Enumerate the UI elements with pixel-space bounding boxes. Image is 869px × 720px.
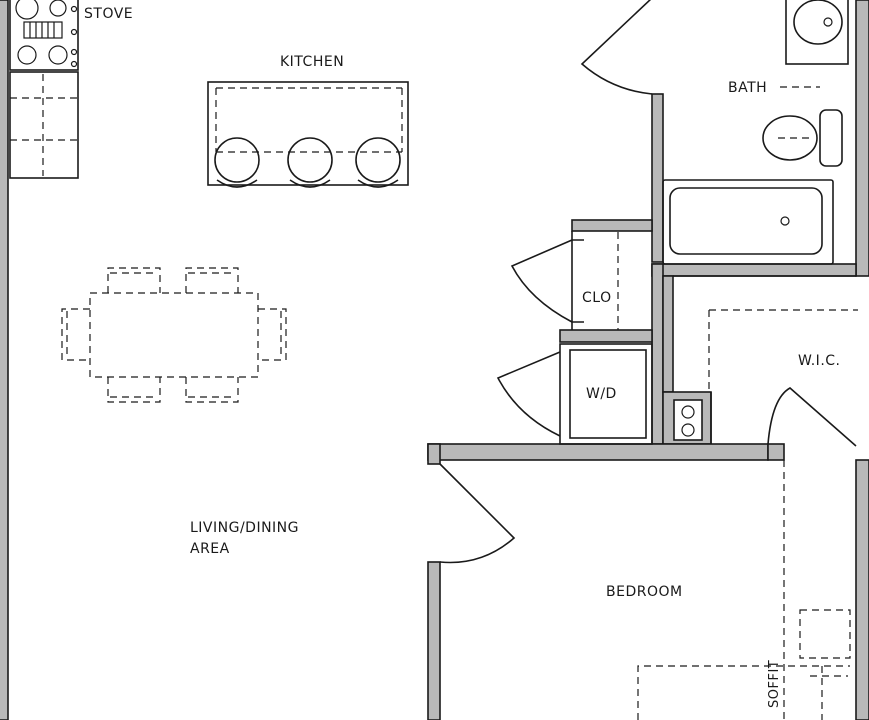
dining-chair bbox=[185, 377, 239, 403]
bathroom: BATH bbox=[580, 0, 849, 265]
bedroom-north-wall bbox=[427, 443, 769, 461]
dining-chair bbox=[107, 377, 161, 403]
wic-shelf bbox=[708, 309, 858, 392]
kitchen-island: KITCHEN bbox=[207, 54, 409, 188]
burner-icon bbox=[17, 45, 37, 65]
toilet-tank bbox=[819, 109, 843, 167]
bath-label: BATH bbox=[728, 80, 767, 96]
dining-table bbox=[61, 267, 287, 403]
stove bbox=[9, 0, 79, 71]
laundry: W/D bbox=[496, 343, 703, 445]
tub-basin bbox=[669, 187, 823, 255]
bar-stool bbox=[214, 137, 260, 188]
bath-west-wall bbox=[651, 93, 664, 263]
east-exterior-wall bbox=[855, 0, 869, 277]
washer-dryer bbox=[569, 349, 647, 439]
walk-in-closet: W.I.C. bbox=[673, 275, 858, 447]
east-exterior-wall-lower bbox=[855, 459, 869, 720]
wic-outline bbox=[673, 275, 856, 444]
bedroom-west-wall bbox=[427, 561, 441, 720]
soffit-label: SOFFIT bbox=[767, 660, 782, 708]
burner-icon bbox=[48, 45, 68, 65]
knob-icon bbox=[70, 48, 78, 56]
kitchen-label: KITCHEN bbox=[280, 54, 344, 70]
closet-top-wall bbox=[571, 219, 653, 232]
valve-icon bbox=[681, 423, 695, 437]
knob-icon bbox=[70, 5, 78, 13]
living-dining-area: LIVING/DINING AREA bbox=[190, 520, 299, 557]
table-top bbox=[89, 292, 259, 378]
dining-chair bbox=[185, 267, 239, 293]
counter bbox=[9, 71, 79, 179]
bedroom-north-wall-east bbox=[767, 443, 785, 461]
living-label-line2: AREA bbox=[190, 541, 230, 557]
dining-chair bbox=[107, 267, 161, 293]
bedroom-door bbox=[439, 463, 516, 564]
sink-icon bbox=[793, 0, 843, 45]
burner-icon bbox=[49, 0, 67, 17]
bar-stool bbox=[287, 137, 333, 188]
stove-vent-slats bbox=[29, 22, 55, 38]
island-overhang bbox=[215, 87, 403, 153]
island bbox=[207, 81, 409, 186]
drain-icon bbox=[823, 17, 833, 27]
valve-icon bbox=[681, 405, 695, 419]
knob-icon bbox=[70, 28, 78, 36]
dining-chair bbox=[61, 308, 90, 361]
dining-chair bbox=[258, 308, 287, 361]
closet-east-wall bbox=[651, 263, 664, 445]
wd-label: W/D bbox=[586, 386, 617, 402]
utility-box bbox=[673, 399, 703, 441]
living-label-line1: LIVING/DINING bbox=[190, 520, 299, 536]
clo-label: CLO bbox=[582, 290, 612, 306]
laundry-closet bbox=[559, 343, 653, 445]
bedroom-label: BEDROOM bbox=[606, 584, 683, 600]
closet-frame bbox=[571, 231, 584, 330]
stove-label: STOVE bbox=[84, 6, 133, 22]
bedroom: BEDROOM SOFFIT bbox=[439, 460, 851, 720]
stove-vent bbox=[23, 21, 63, 39]
kitchen-counter: STOVE bbox=[9, 0, 133, 179]
nightstand bbox=[799, 609, 851, 659]
bath-door bbox=[580, 0, 653, 95]
wic-west-wall bbox=[662, 275, 674, 393]
closet-door bbox=[510, 239, 573, 323]
upper-cabinet-outline bbox=[10, 74, 78, 176]
vanity bbox=[785, 0, 849, 65]
closet-wd-divider bbox=[559, 329, 653, 343]
laundry-door bbox=[496, 351, 561, 437]
knob-icon bbox=[70, 60, 78, 68]
closet: CLO bbox=[510, 231, 619, 330]
burner-icon bbox=[15, 0, 39, 20]
wic-door bbox=[767, 387, 857, 447]
wic-label: W.I.C. bbox=[798, 353, 841, 369]
bathtub bbox=[662, 179, 834, 265]
tub-drain-icon bbox=[780, 216, 790, 226]
bedroom-west-stub bbox=[427, 443, 441, 465]
west-exterior-wall bbox=[0, 0, 9, 720]
bed-outline bbox=[637, 665, 850, 720]
bath-south-wall bbox=[651, 263, 857, 277]
bar-stool bbox=[355, 137, 401, 188]
